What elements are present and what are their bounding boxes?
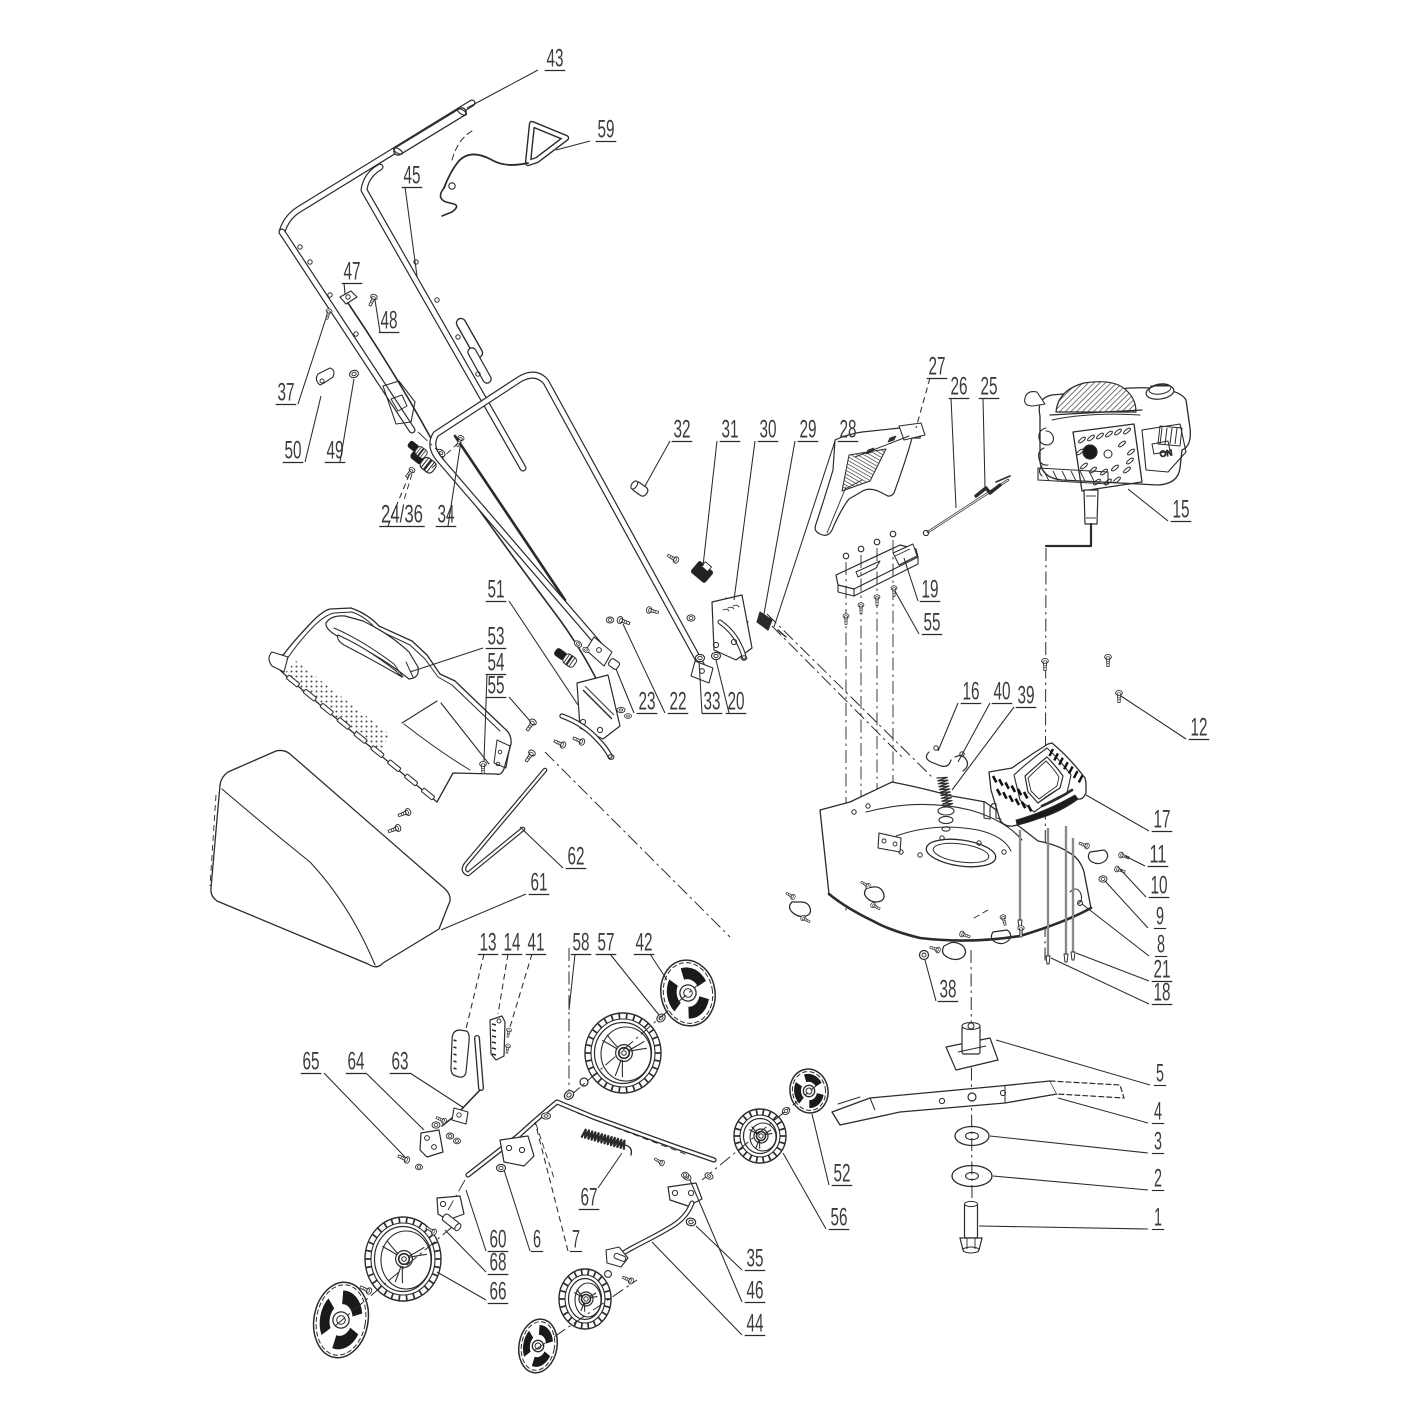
svg-text:14: 14	[504, 929, 521, 957]
svg-text:46: 46	[747, 1277, 764, 1305]
svg-text:53: 53	[488, 623, 505, 651]
svg-text:13: 13	[480, 929, 497, 957]
svg-text:35: 35	[747, 1245, 764, 1273]
svg-text:10: 10	[1151, 872, 1168, 900]
svg-text:11: 11	[1150, 841, 1167, 869]
svg-text:56: 56	[831, 1204, 848, 1232]
svg-text:6: 6	[533, 1226, 541, 1254]
svg-text:45: 45	[404, 162, 421, 190]
svg-text:52: 52	[834, 1160, 851, 1188]
svg-text:68: 68	[490, 1249, 507, 1277]
svg-text:59: 59	[598, 116, 615, 144]
svg-text:1: 1	[1154, 1204, 1162, 1232]
svg-text:4: 4	[1154, 1098, 1162, 1126]
svg-text:48: 48	[381, 307, 398, 335]
svg-text:66: 66	[490, 1278, 507, 1306]
svg-text:55: 55	[924, 609, 941, 637]
svg-text:ON: ON	[1159, 447, 1173, 459]
svg-text:12: 12	[1191, 714, 1208, 742]
svg-text:26: 26	[951, 373, 968, 401]
svg-text:20: 20	[728, 688, 745, 716]
svg-text:32: 32	[674, 416, 691, 444]
svg-text:38: 38	[940, 976, 957, 1004]
svg-text:44: 44	[747, 1310, 764, 1338]
svg-text:42: 42	[636, 929, 653, 957]
svg-text:3: 3	[1154, 1128, 1162, 1156]
svg-text:49: 49	[327, 437, 344, 465]
svg-text:47: 47	[344, 258, 361, 286]
svg-text:41: 41	[528, 929, 545, 957]
svg-text:33: 33	[704, 688, 721, 716]
svg-text:60: 60	[490, 1226, 507, 1254]
svg-text:62: 62	[568, 843, 585, 871]
svg-text:30: 30	[760, 416, 777, 444]
svg-text:17: 17	[1154, 806, 1171, 834]
svg-text:50: 50	[285, 437, 302, 465]
svg-text:63: 63	[392, 1048, 409, 1076]
svg-text:25: 25	[981, 373, 998, 401]
svg-text:39: 39	[1018, 682, 1035, 710]
svg-text:58: 58	[573, 929, 590, 957]
svg-text:55: 55	[488, 672, 505, 700]
svg-text:37: 37	[278, 379, 295, 407]
svg-text:9: 9	[1156, 903, 1164, 931]
svg-text:51: 51	[488, 576, 505, 604]
svg-text:40: 40	[994, 678, 1011, 706]
svg-text:23: 23	[639, 688, 656, 716]
svg-text:24/36: 24/36	[381, 501, 423, 529]
svg-text:67: 67	[581, 1184, 598, 1212]
svg-text:16: 16	[963, 678, 980, 706]
svg-text:18: 18	[1154, 979, 1171, 1007]
svg-text:57: 57	[598, 929, 615, 957]
svg-text:2: 2	[1154, 1165, 1162, 1193]
svg-text:15: 15	[1173, 496, 1190, 524]
svg-text:29: 29	[800, 416, 817, 444]
svg-text:43: 43	[547, 45, 564, 73]
svg-text:28: 28	[840, 416, 857, 444]
svg-text:5: 5	[1156, 1060, 1164, 1088]
svg-text:34: 34	[438, 501, 455, 529]
svg-text:65: 65	[303, 1048, 320, 1076]
svg-text:61: 61	[531, 869, 548, 897]
svg-text:22: 22	[670, 688, 687, 716]
svg-text:8: 8	[1157, 931, 1165, 959]
svg-text:64: 64	[348, 1048, 365, 1076]
svg-text:27: 27	[929, 353, 946, 381]
svg-text:31: 31	[722, 416, 739, 444]
svg-text:19: 19	[922, 576, 939, 604]
svg-text:54: 54	[488, 649, 505, 677]
svg-text:21: 21	[1154, 956, 1171, 984]
svg-text:7: 7	[572, 1226, 580, 1254]
